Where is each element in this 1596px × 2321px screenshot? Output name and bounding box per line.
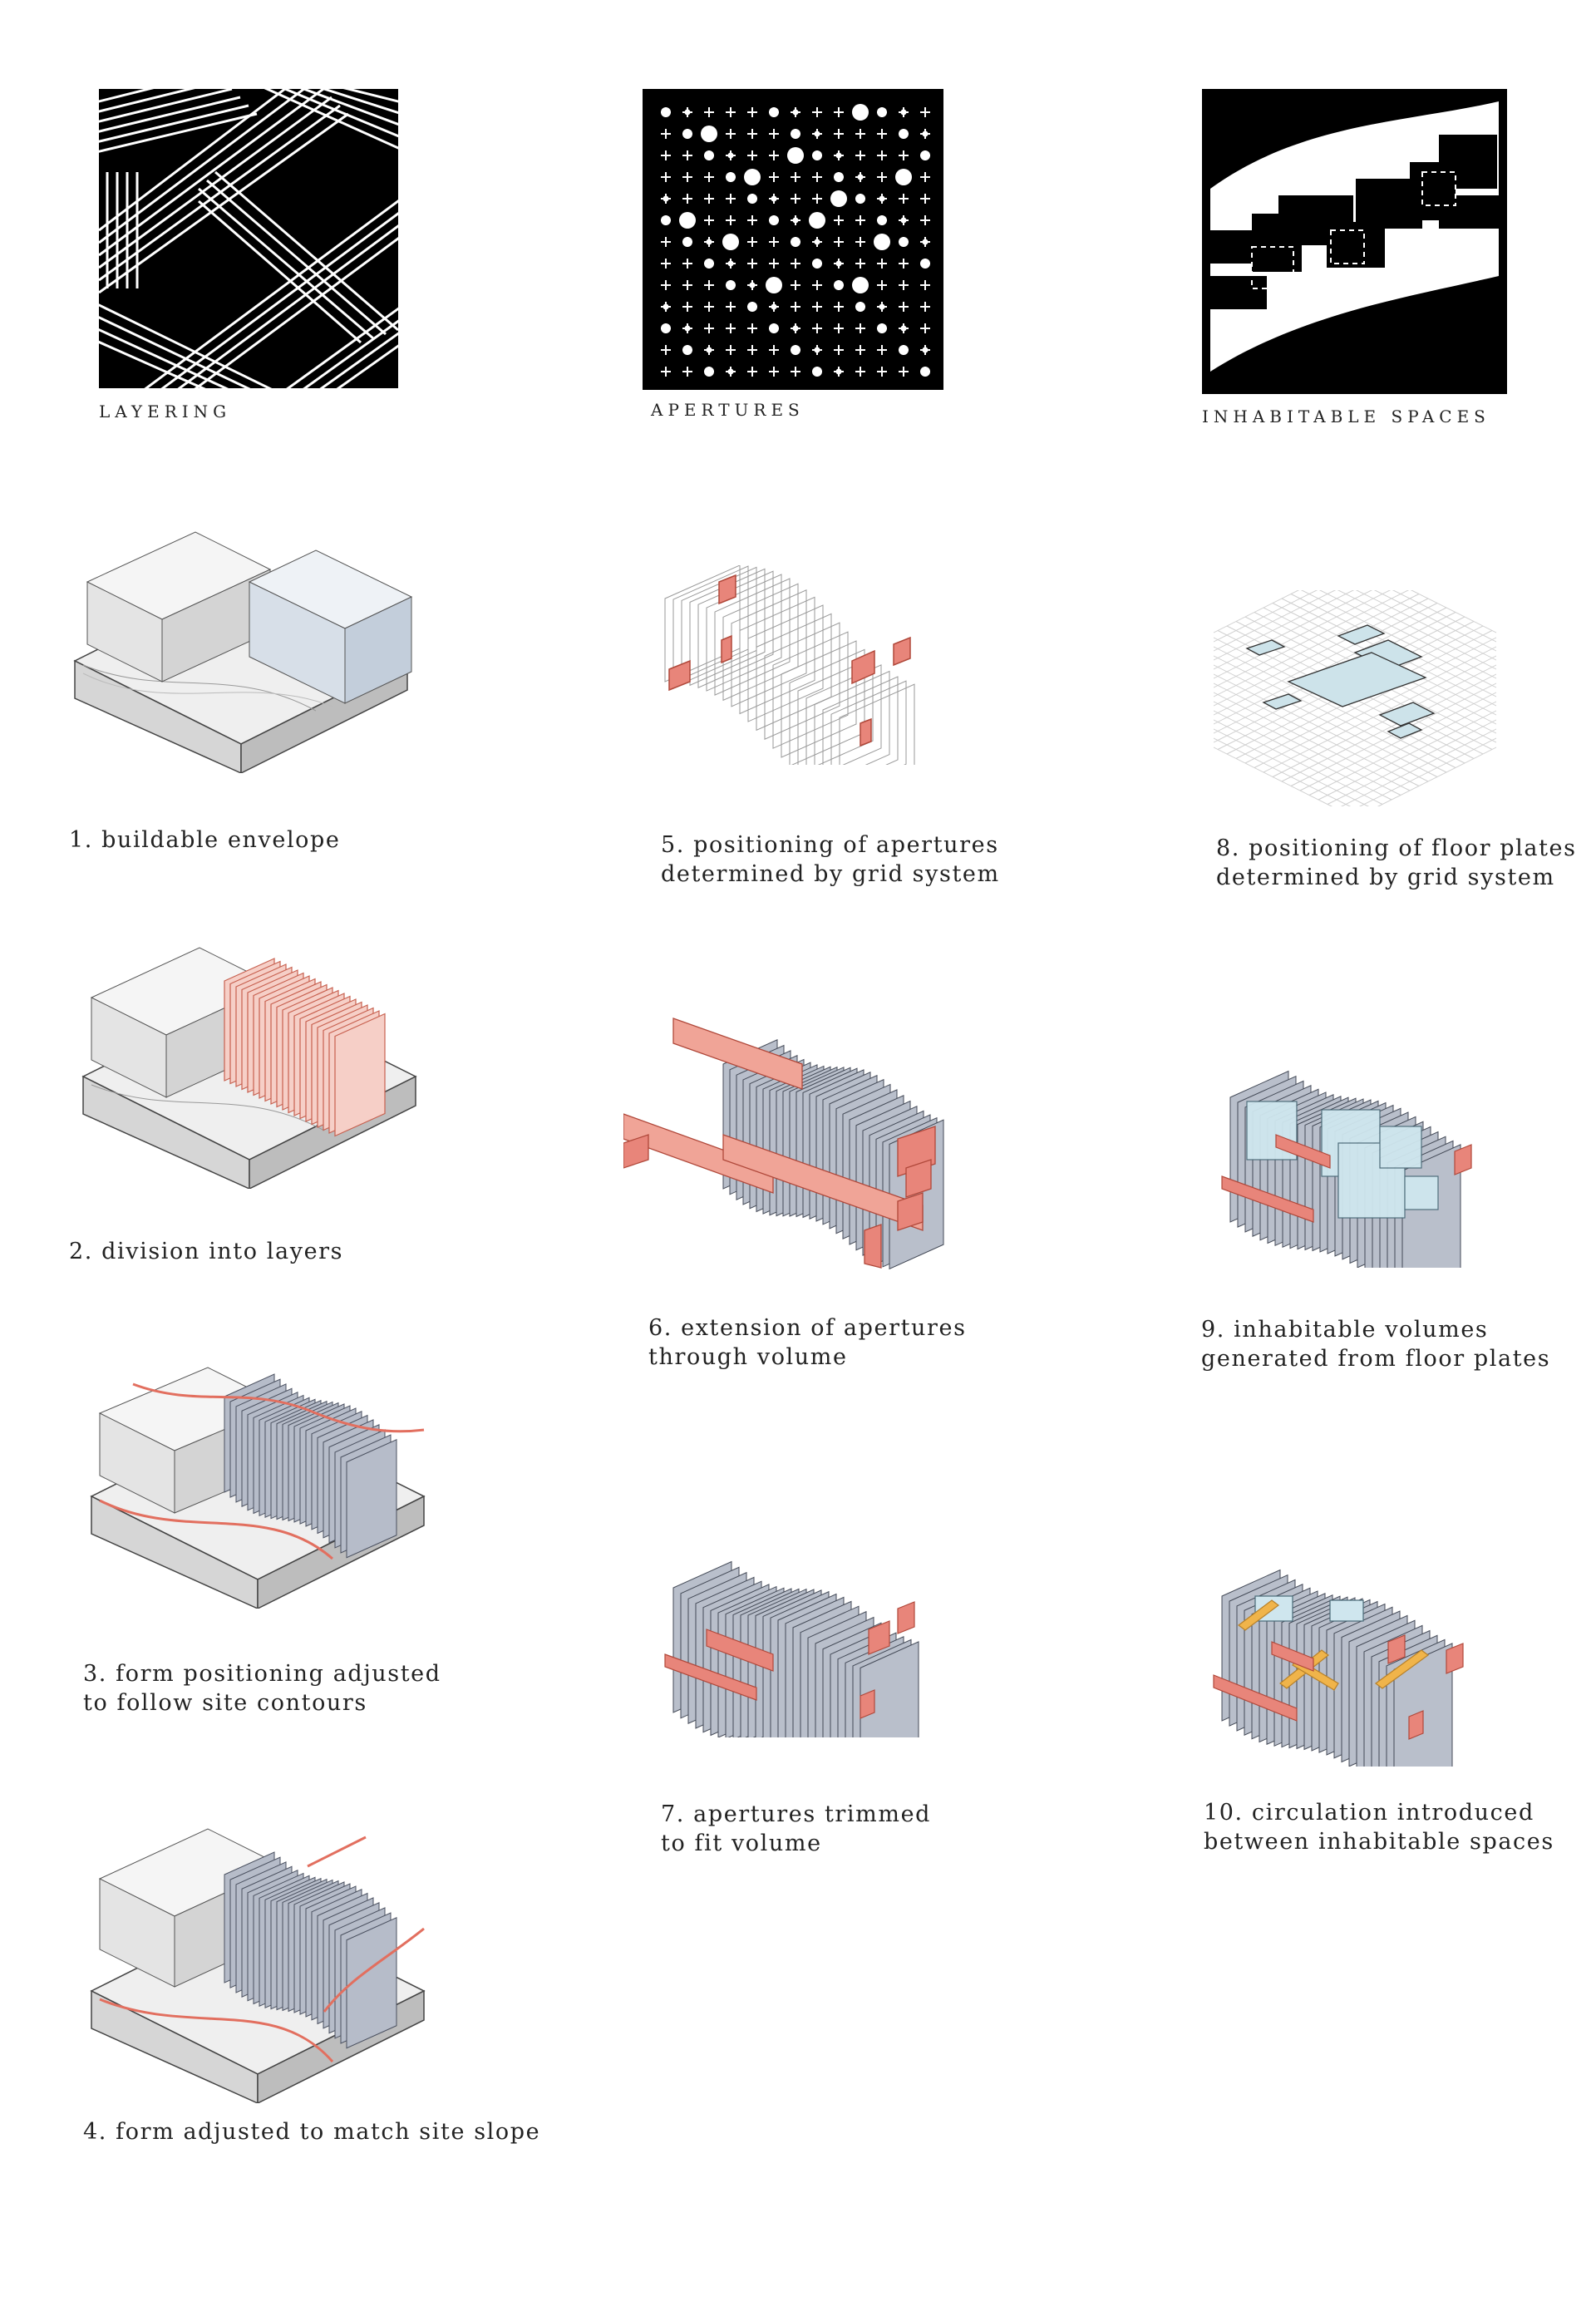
diagram-division-into-layers	[75, 914, 424, 1189]
caption-step-7: 7. apertures trimmed to fit volume	[661, 1801, 932, 1856]
diagram-buildable-envelope	[66, 499, 416, 773]
layering-pattern	[99, 89, 398, 388]
diagram-form-adjusted-slope	[83, 1787, 432, 2103]
diagram-form-positioning	[83, 1334, 432, 1609]
caption-step-10: 10. circulation introduced between inhab…	[1204, 1800, 1554, 1855]
layering-pattern-graphic	[99, 89, 398, 388]
caption-step-9: 9. inhabitable volumes generated from fl…	[1201, 1317, 1551, 1372]
caption-step-1: 1. buildable envelope	[69, 827, 341, 853]
apertures-pattern	[643, 89, 943, 390]
diagram-circulation	[1205, 1550, 1488, 1767]
diagram-floor-plates	[1214, 590, 1496, 806]
inhabitable-spaces-pattern	[1202, 89, 1507, 394]
caption-step-3: 3. form positioning adjusted to follow s…	[83, 1661, 441, 1716]
concept-label-apertures: APERTURES	[651, 400, 805, 420]
caption-step-6: 6. extension of apertures through volume	[648, 1315, 967, 1370]
caption-step-8: 8. positioning of floor plates determine…	[1216, 835, 1577, 890]
inhabitable-spaces-graphic	[1210, 101, 1499, 372]
caption-step-2: 2. division into layers	[69, 1239, 344, 1264]
caption-step-5: 5. positioning of apertures determined b…	[661, 832, 1000, 887]
diagram-aperture-extension	[623, 1014, 998, 1272]
diagram-inhabitable-volumes	[1214, 1052, 1496, 1268]
caption-step-4: 4. form adjusted to match site slope	[83, 2119, 541, 2145]
apertures-pattern-graphic	[661, 104, 930, 377]
diagram-apertures-trimmed	[657, 1530, 939, 1737]
diagram-aperture-grid	[657, 565, 939, 765]
concept-label-inhabitable-spaces: INHABITABLE SPACES	[1202, 407, 1490, 426]
concept-label-layering: LAYERING	[99, 402, 232, 421]
